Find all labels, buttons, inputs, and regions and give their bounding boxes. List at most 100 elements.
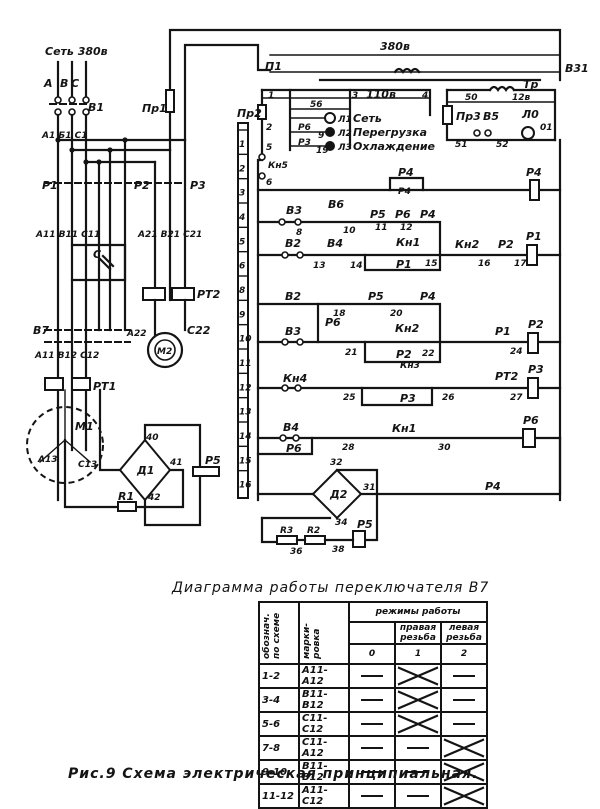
state-open-cell (348, 783, 396, 809)
svg-text:9: 9 (318, 131, 324, 141)
svg-text:Пр1: Пр1 (142, 102, 167, 115)
terminal-number: 10 (239, 335, 252, 345)
contact-cell: 9-10 (258, 759, 300, 785)
svg-text:Д1: Д1 (136, 464, 154, 477)
svg-text:25: 25 (343, 393, 356, 403)
mode-name-0 (348, 621, 396, 645)
svg-text:38: 38 (332, 545, 345, 555)
contact-cell: 7-8 (258, 735, 300, 761)
motor-m2: М2 А22 С22 (126, 298, 211, 369)
rung-p3: Кн4 25 Р3 26 РТ2 27 Р3 (256, 363, 562, 407)
cross-mark-icon (397, 690, 439, 710)
svg-text:31: 31 (363, 483, 376, 493)
cross-mark-icon (443, 738, 485, 758)
svg-text:20: 20 (390, 309, 403, 319)
svg-text:В2: В2 (285, 290, 301, 303)
svg-text:Л1: Л1 (337, 115, 352, 125)
dash-mark-icon (361, 674, 383, 677)
svg-text:Р6: Р6 (523, 414, 539, 427)
svg-text:Р3: Р3 (400, 392, 416, 405)
contactor-p2-label: Р2 (134, 179, 150, 192)
terminal-number: 6 (239, 262, 245, 272)
svg-text:110в: 110в (366, 88, 396, 101)
terminal-number: 3 (239, 189, 245, 199)
svg-text:50: 50 (465, 93, 478, 103)
svg-text:30: 30 (438, 443, 451, 453)
svg-text:4: 4 (421, 91, 428, 101)
lamp-label-cooling: Охлаждение (353, 140, 436, 153)
svg-text:РТ2: РТ2 (197, 288, 221, 301)
svg-text:56: 56 (310, 100, 323, 110)
state-closed-cell (440, 759, 488, 785)
contact-cell: 5-6 (258, 711, 300, 737)
rung-4: В2 18 Р5 20 Р4 Р6 (256, 290, 442, 344)
state-closed-cell (394, 663, 442, 689)
svg-text:Пр3: Пр3 (456, 110, 481, 123)
svg-text:15: 15 (425, 259, 438, 269)
mode-number-0: 0 (348, 643, 396, 665)
dash-mark-icon (407, 746, 429, 749)
indicator-lamps: Сеть Перегрузка Охлаждение Л1 Л2 Л3 Р6 Р… (289, 112, 436, 156)
terminal-number: 11 (239, 359, 252, 369)
switch-diagram-table: обознач. по схеме марки-ровка режимы раб… (258, 601, 488, 809)
state-open-cell (440, 663, 488, 689)
dash-mark-icon (361, 722, 383, 725)
marking-cell: В11-В12 (298, 687, 350, 713)
state-closed-cell (440, 735, 488, 761)
relay-p5-coil: Р5 (192, 454, 221, 477)
svg-text:В5: В5 (483, 110, 499, 123)
rung-p4: Р4 Р4 Р4 (256, 166, 562, 201)
svg-text:6: 6 (266, 178, 272, 188)
mode-number-2: 2 (440, 643, 488, 665)
svg-text:Р4: Р4 (526, 166, 542, 179)
contactor-p1-label: Р1 (42, 179, 58, 192)
svg-text:Тр: Тр (523, 78, 539, 91)
svg-text:Р4: Р4 (398, 187, 411, 197)
svg-text:С22: С22 (187, 324, 211, 337)
svg-text:Кн4: Кн4 (283, 372, 307, 385)
mode-name-2: левая резьба (440, 621, 488, 645)
svg-text:10: 10 (343, 226, 356, 236)
svg-text:Р4: Р4 (398, 166, 414, 179)
state-open-cell (348, 711, 396, 737)
svg-text:26: 26 (442, 393, 455, 403)
svg-text:Р2: Р2 (528, 318, 544, 331)
svg-text:В6: В6 (328, 198, 344, 211)
svg-text:21: 21 (345, 348, 358, 358)
svg-text:Р5: Р5 (357, 518, 373, 531)
svg-text:27: 27 (510, 393, 523, 403)
svg-text:Р5: Р5 (205, 454, 221, 467)
state-open-cell (440, 687, 488, 713)
rung-p1: В2 13 В4 14 Кн1 Р1 15 Кн2 16 Р2 17 Р1 (256, 230, 562, 272)
state-open-cell (348, 735, 396, 761)
motor-m1: М1 А13 С13 (26, 388, 122, 507)
svg-text:Р3: Р3 (528, 363, 544, 376)
svg-text:М2: М2 (157, 347, 172, 357)
svg-text:1: 1 (268, 91, 274, 101)
terminal-number: 5 (239, 237, 245, 247)
main-switch-label: В1 (88, 101, 104, 114)
svg-text:5: 5 (266, 143, 272, 153)
svg-text:В2: В2 (285, 237, 301, 250)
svg-text:Л2: Л2 (337, 129, 352, 139)
dash-mark-icon (453, 674, 475, 677)
cross-mark-icon (397, 666, 439, 686)
cross-mark-icon (397, 714, 439, 734)
header-contact: обознач. по схеме (258, 601, 300, 665)
state-open-cell (348, 687, 396, 713)
phase-b-label: B (60, 77, 68, 90)
svg-text:22: 22 (422, 349, 435, 359)
svg-text:41: 41 (169, 458, 183, 468)
terminal-number: 15 (239, 456, 252, 466)
svg-text:Р6: Р6 (325, 316, 341, 329)
svg-text:32: 32 (330, 458, 343, 468)
svg-text:С13: С13 (78, 460, 97, 470)
svg-text:Р4: Р4 (485, 480, 501, 493)
dash-mark-icon (407, 794, 429, 797)
motor1-terminal-label: А11 В12 С12 (34, 351, 99, 361)
svg-text:3: 3 (352, 91, 358, 101)
svg-text:Р2: Р2 (396, 348, 412, 361)
